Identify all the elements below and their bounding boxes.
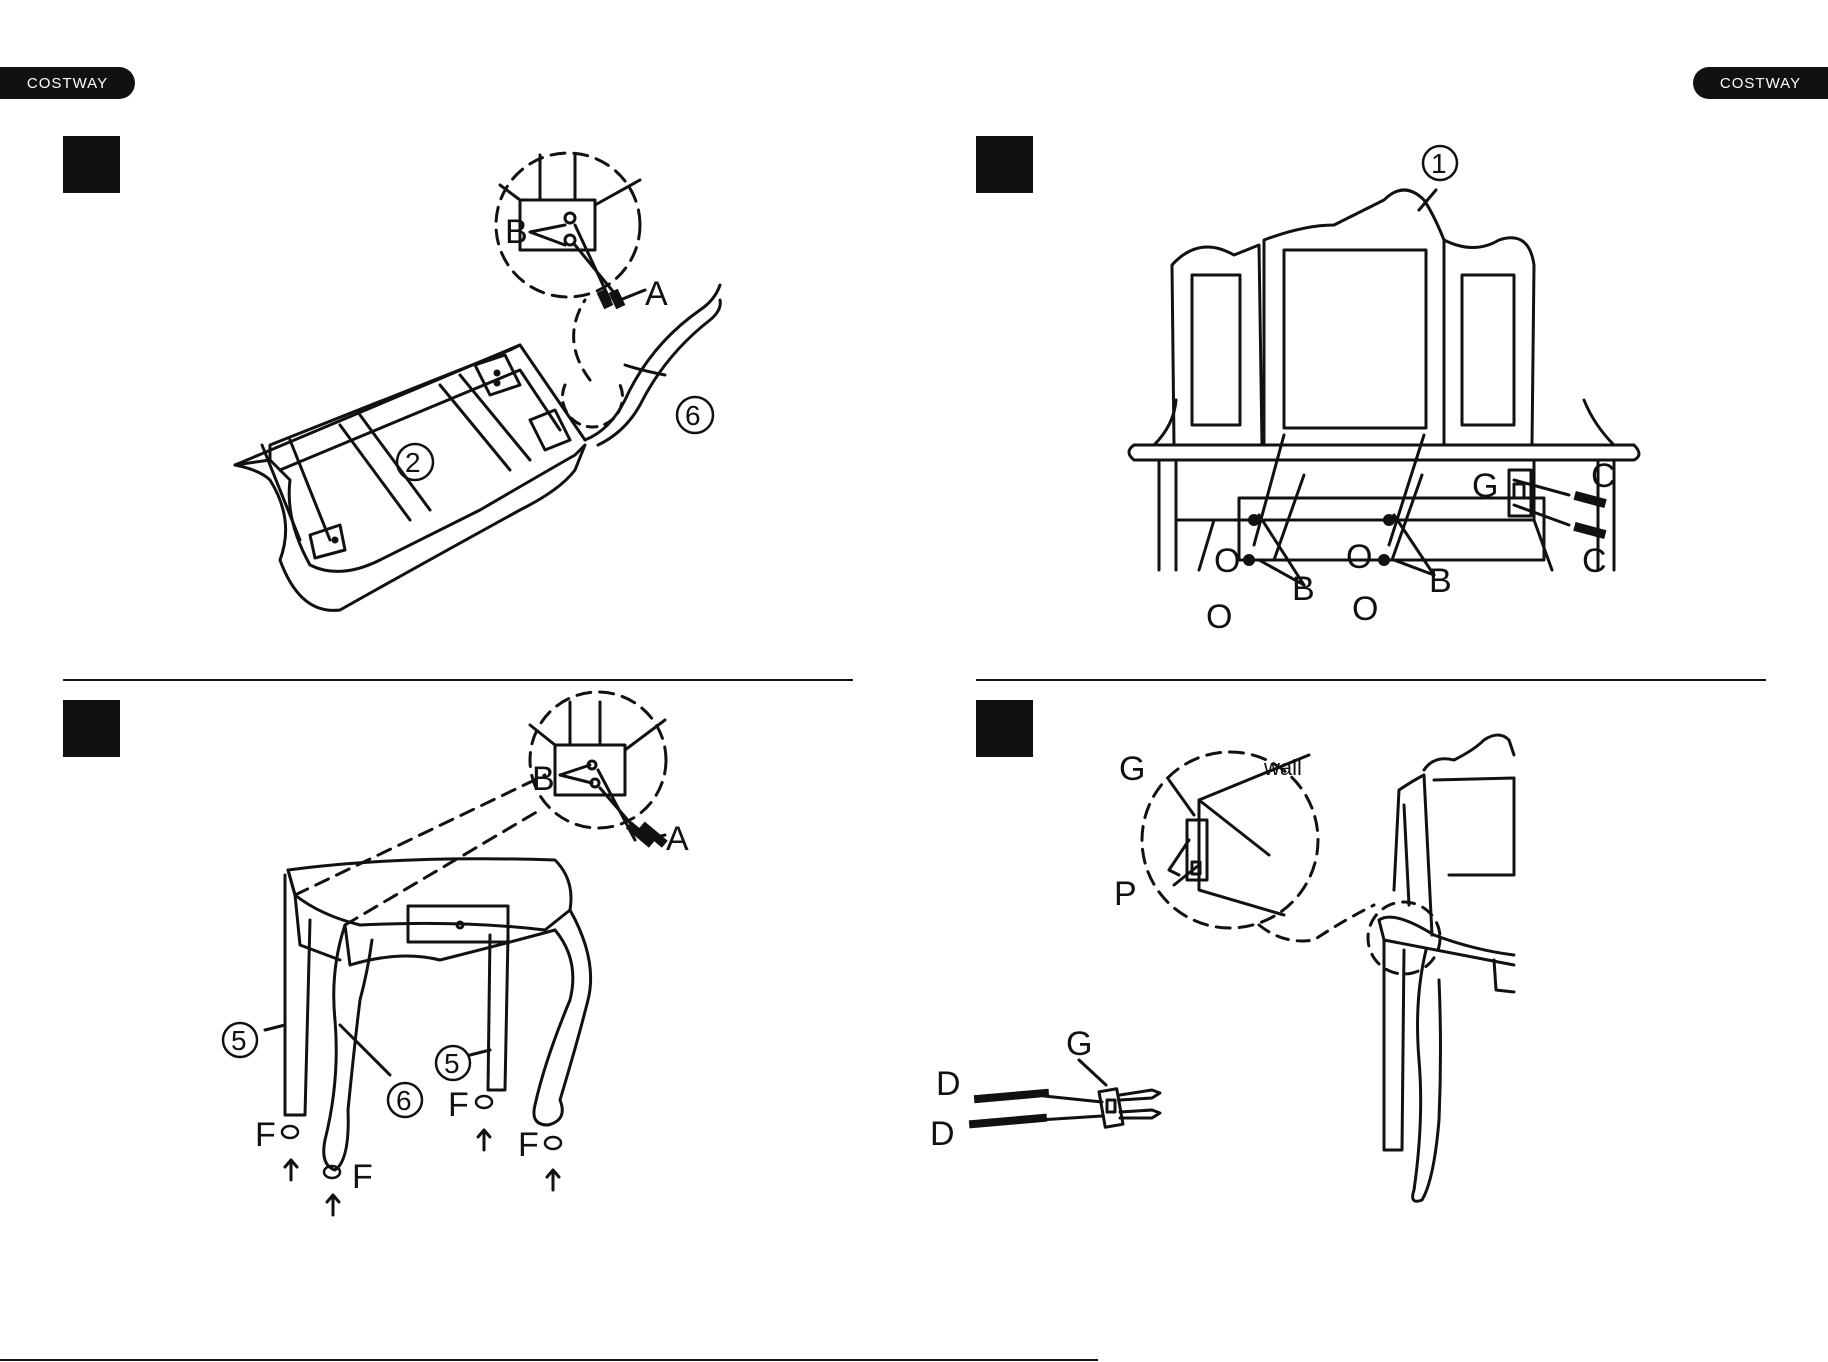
- label-o-3: O: [1346, 538, 1372, 576]
- label-part-6: 6: [685, 400, 701, 431]
- label-g-detail: G: [1119, 750, 1145, 788]
- label-part-2: 2: [405, 447, 421, 478]
- label-f-4: F: [518, 1126, 539, 1164]
- label-b: B: [532, 760, 555, 798]
- label-o-4: O: [1352, 590, 1378, 628]
- illustration-step-1: B A 6 2: [0, 0, 914, 680]
- label-b-1: B: [1292, 570, 1315, 608]
- label-c-top: C: [1591, 457, 1616, 495]
- label-part-5-right: 5: [444, 1048, 460, 1079]
- label-b-2: B: [1429, 562, 1452, 600]
- illustration-step-2: 1 G C C O O O O B B: [914, 0, 1828, 680]
- label-part-5-left: 5: [231, 1025, 247, 1056]
- label-p: P: [1114, 875, 1137, 913]
- label-a: A: [645, 275, 668, 313]
- label-part-6: 6: [396, 1085, 412, 1116]
- label-o-2: O: [1206, 598, 1232, 636]
- label-a: A: [666, 820, 689, 858]
- label-d-top: D: [936, 1065, 961, 1103]
- label-f-1: F: [255, 1116, 276, 1154]
- label-part-1: 1: [1431, 148, 1447, 179]
- label-b: B: [505, 213, 528, 251]
- label-f-2: F: [352, 1158, 373, 1196]
- label-f-3: F: [448, 1086, 469, 1124]
- label-g-bracket: G: [1066, 1025, 1092, 1063]
- label-g: G: [1472, 467, 1498, 505]
- label-o-1: O: [1214, 542, 1240, 580]
- label-d-bottom: D: [930, 1115, 955, 1153]
- bottom-rule: [0, 1359, 1098, 1361]
- illustration-step-3: B A 5 6 5 F F F F: [0, 680, 914, 1340]
- label-wall: wall: [1263, 755, 1302, 780]
- illustration-step-4: G wall P G D D: [914, 680, 1828, 1340]
- label-c-bottom: C: [1582, 542, 1607, 580]
